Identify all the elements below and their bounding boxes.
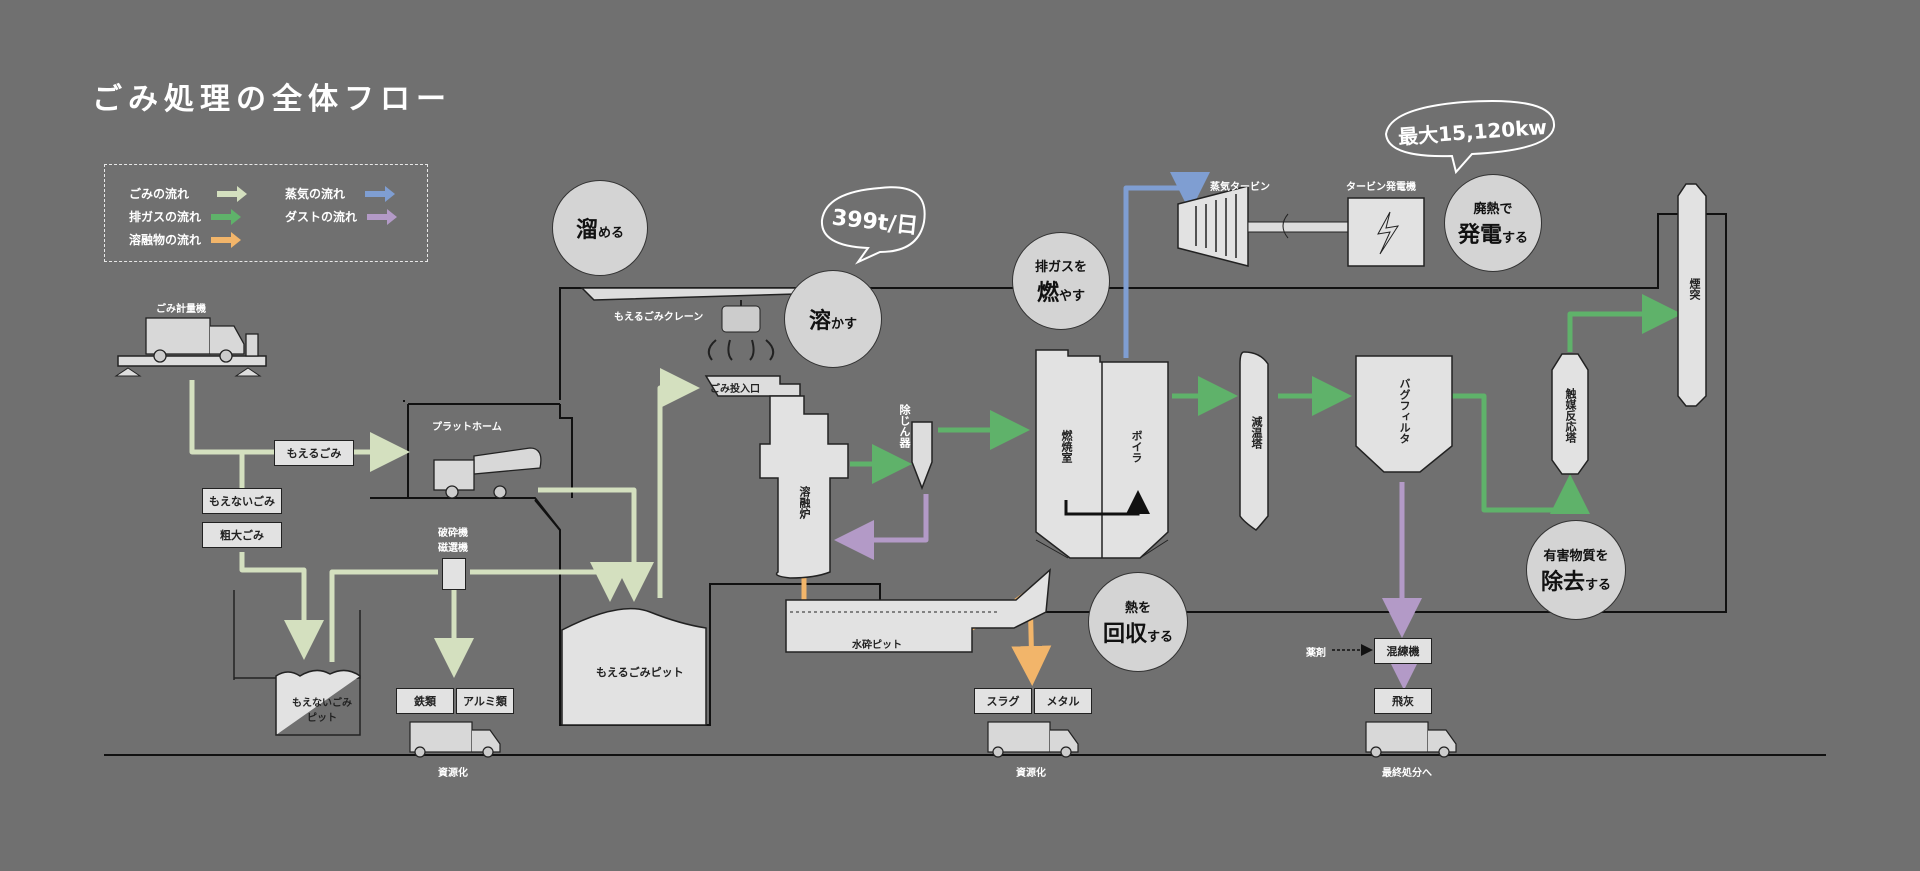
- sodai-gomi-box: 粗大ごみ: [202, 522, 282, 548]
- crusher-box: [442, 558, 466, 590]
- arrow-icon: [365, 185, 396, 202]
- circle-top: 排ガスを: [1034, 259, 1087, 275]
- scale-label: ごみ計量機: [156, 304, 206, 315]
- aluminum-box: アルミ類: [456, 688, 514, 714]
- circle-sub: する: [1502, 230, 1529, 246]
- hopper-label: ごみ投入口: [710, 384, 760, 395]
- truck-icon: [145, 317, 259, 363]
- circle-top: 廃熱で: [1473, 201, 1513, 217]
- moenai-pit-label: もえないごみ ピット: [292, 698, 352, 724]
- circle-tameru: 溜める: [552, 180, 648, 276]
- moeru-gomi-box: もえるごみ: [274, 440, 354, 466]
- arrow-icon: [211, 231, 242, 248]
- circle-kaishu: 熱を 回収する: [1088, 572, 1188, 672]
- circle-sub: する: [1147, 629, 1174, 645]
- legend-label: ダストの流れ: [285, 210, 358, 224]
- arrow-icon: [211, 208, 242, 225]
- circle-moyasu: 排ガスを 燃やす: [1012, 232, 1110, 330]
- legend-item-gomi: ごみの流れ: [129, 185, 248, 202]
- arrow-icon: [367, 208, 398, 225]
- metal-box: メタル: [1034, 688, 1092, 714]
- truck-icon: [433, 447, 542, 499]
- circle-main: 溜: [575, 218, 598, 243]
- mixer-box: 混練機: [1374, 638, 1432, 664]
- fly-ash-box: 飛灰: [1374, 688, 1432, 714]
- circle-sub: める: [598, 226, 625, 241]
- crane-label: もえるごみクレーン: [614, 312, 704, 323]
- circle-tokasu: 溶かす: [784, 270, 882, 368]
- crusher-label: 破砕機 磁選機: [438, 528, 468, 554]
- boiler-label: ボイラ: [1130, 430, 1143, 463]
- circle-main: 除去: [1540, 569, 1585, 595]
- legend-label: 排ガスの流れ: [129, 210, 202, 224]
- circle-hatsuden: 廃熱で 発電する: [1444, 174, 1542, 272]
- legend: ごみの流れ 排ガスの流れ 溶融物の流れ 蒸気の流れ ダストの流れ: [104, 164, 428, 262]
- truck-icon: [1365, 721, 1429, 753]
- circle-sub: やす: [1059, 288, 1086, 304]
- melter-label: 溶融炉: [798, 486, 811, 519]
- circle-sub: する: [1585, 577, 1612, 593]
- cooling-tower-label: 減温塔: [1250, 416, 1263, 449]
- moenai-gomi-box: もえないごみ: [202, 488, 282, 514]
- combustion-label: 燃焼室: [1060, 430, 1073, 463]
- resource-label-1: 資源化: [438, 768, 468, 779]
- circle-main: 回収: [1102, 621, 1147, 647]
- melter: [759, 395, 849, 579]
- circle-top: 有害物質を: [1543, 548, 1609, 564]
- final-disposal-label: 最終処分へ: [1382, 768, 1432, 779]
- chemical-label: 薬剤: [1306, 648, 1326, 659]
- chimney-label: 煙突: [1688, 278, 1701, 300]
- iron-box: 鉄類: [396, 688, 454, 714]
- platform-label: プラットホーム: [432, 422, 502, 433]
- circle-top: 熱を: [1124, 600, 1151, 616]
- circle-main: 燃: [1036, 280, 1059, 306]
- steam-turbine-label: 蒸気タービン: [1210, 182, 1270, 193]
- legend-item-dust: ダストの流れ: [285, 208, 398, 225]
- legend-item-gas: 排ガスの流れ: [129, 208, 242, 225]
- circle-main: 溶: [808, 309, 831, 334]
- legend-label: 溶融物の流れ: [129, 233, 202, 247]
- dust-collector-label: 除じん器: [898, 404, 911, 448]
- legend-item-steam: 蒸気の流れ: [285, 185, 396, 202]
- turbine-gen-label: タービン発電機: [1346, 182, 1416, 193]
- lightning-icon: [1377, 211, 1400, 255]
- water-pit-label: 水砕ピット: [852, 640, 902, 651]
- moeru-pit-label: もえるごみピット: [596, 666, 684, 679]
- slag-box: スラグ: [974, 688, 1032, 714]
- circle-main: 発電: [1457, 222, 1502, 248]
- circle-sub: かす: [831, 317, 858, 332]
- resource-label-2: 資源化: [1016, 768, 1046, 779]
- legend-label: ごみの流れ: [129, 187, 190, 201]
- bag-filter-label: バグフィルタ: [1398, 378, 1411, 444]
- page-title: ごみ処理の全体フロー: [92, 82, 452, 117]
- arrow-icon: [217, 185, 248, 202]
- crane-claw-icon: [707, 300, 775, 361]
- catalyst-label: 触媒反応塔: [1564, 388, 1577, 443]
- legend-label: 蒸気の流れ: [285, 187, 346, 201]
- circle-jokyo: 有害物質を 除去する: [1526, 520, 1626, 620]
- legend-item-melt: 溶融物の流れ: [129, 231, 242, 248]
